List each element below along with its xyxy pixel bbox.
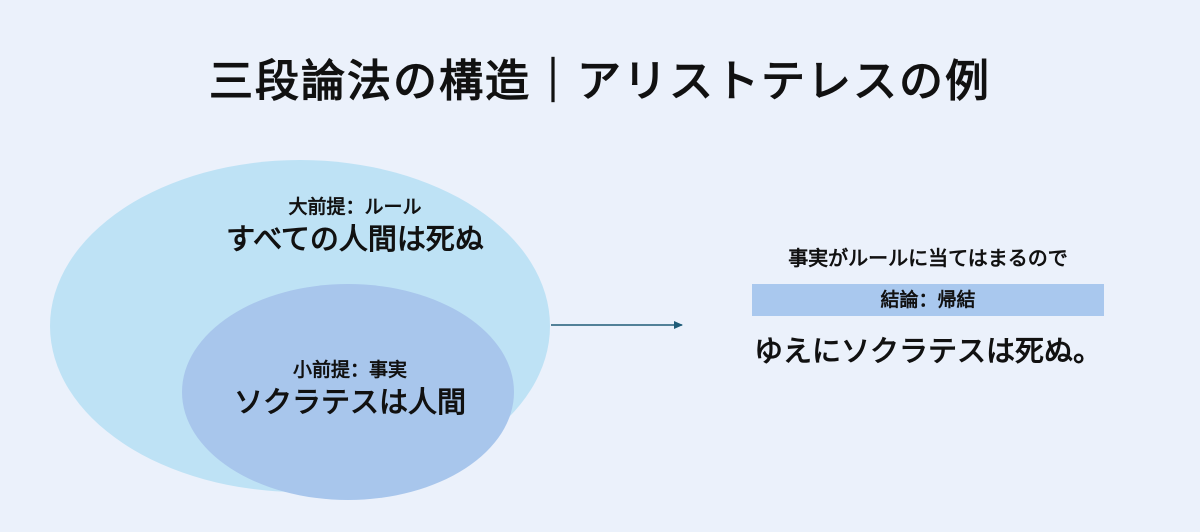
conclusion-label-bar (752, 284, 1104, 316)
conclusion-label: 結論：帰結 (880, 289, 976, 311)
major-premise-caption: 大前提：ルール (288, 196, 422, 218)
minor-premise-caption: 小前提：事実 (292, 359, 407, 381)
minor-premise-ellipse (182, 284, 514, 500)
major-premise-text: すべての人間は死ぬ (226, 222, 484, 256)
conclusion-lead-in: 事実がルールに当てはまるので (788, 246, 1068, 270)
minor-premise-text: ソクラテスは人間 (233, 385, 466, 419)
conclusion-text: ゆえにソクラテスは死ぬ。 (753, 334, 1102, 368)
diagram-title: 三段論法の構造｜アリストテレスの例 (209, 56, 991, 107)
